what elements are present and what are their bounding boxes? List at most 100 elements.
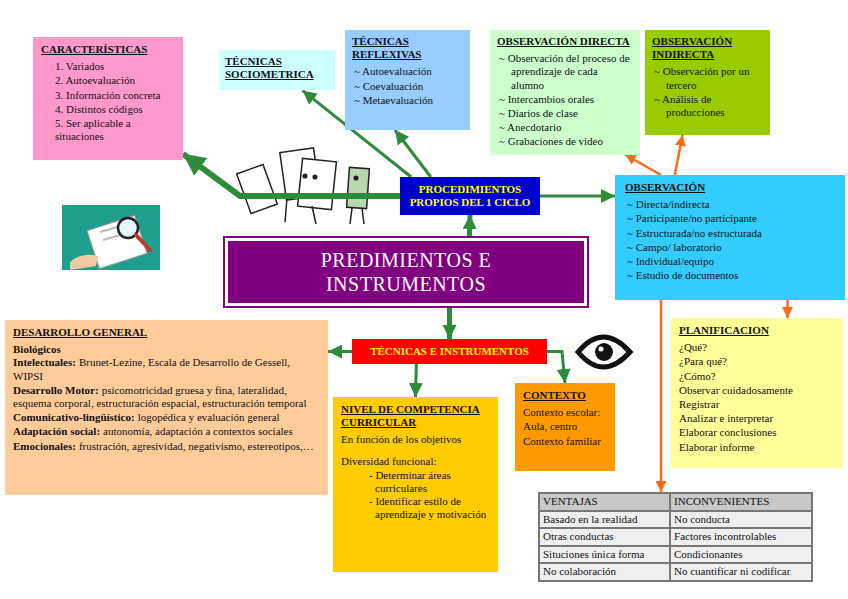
body-text: Analizar e interpretar xyxy=(679,412,835,425)
table-header: INCONVENIENTES xyxy=(670,493,812,511)
body-text: ¿Para qué? xyxy=(679,355,835,368)
magnifier-handle xyxy=(136,235,150,250)
procedures-box: PROCEDIMIENTOS PROPIOS DEL 1 CICLO xyxy=(400,177,540,215)
central-title: PREDIMIENTOS E INSTRUMENTOS xyxy=(238,248,574,296)
planning-box: PLANIFICACION ¿Qué?¿Para qué? ¿Cómo?Observ… xyxy=(671,318,843,468)
indented-item: - Identificar estilo de aprendizaje y mo… xyxy=(341,495,490,521)
connector-arrow xyxy=(540,195,615,198)
bullet-item: ~ Metaevaluación xyxy=(352,94,463,107)
eye-pupil xyxy=(595,343,613,361)
bullet-item: ~ Individual/equipo xyxy=(625,255,835,268)
eye-icon xyxy=(578,337,630,367)
connector-arrow xyxy=(786,300,789,318)
bullet-item: ~ Observación por un tercero xyxy=(652,65,763,91)
term-description: frustración, agresividad, negativismo, e… xyxy=(79,440,314,452)
table-cell: No colaboración xyxy=(539,563,670,581)
body-text: Diversidad funcional: xyxy=(341,455,490,468)
figure-leg xyxy=(285,198,287,222)
table-header: VENTAJAS xyxy=(539,493,670,511)
term-description: logopédica y evaluación general xyxy=(138,411,280,423)
characteristics-box: CARACTERÍSTICAS 1. Variados2. Autoevaluac… xyxy=(33,37,183,160)
central-box: PREDIMIENTOS E INSTRUMENTOS xyxy=(225,238,587,306)
bold-text: Biológicos xyxy=(13,343,320,356)
connector-arrow xyxy=(447,306,452,339)
heading-text: NIVEL DE COMPETENCIA CURRICULAR xyxy=(341,403,490,429)
connector-arrow xyxy=(675,135,683,175)
connector-arrow xyxy=(395,130,431,177)
figure-leg xyxy=(312,206,316,224)
box-label: PROCEDIMIENTOS PROPIOS DEL 1 CICLO xyxy=(406,183,534,209)
table-cell: Basado en la realidad xyxy=(539,511,670,529)
text-paragraph: Comunicativo-lingüístico:logopédica y ev… xyxy=(13,411,320,424)
body-text: Contexto escolar: xyxy=(523,406,607,419)
hand xyxy=(70,255,98,270)
pros-cons-table: VENTAJASINCONVENIENTESBasado en la reali… xyxy=(538,492,813,582)
connector-arrow xyxy=(467,215,473,238)
bullet-item: ~ Análisis de producciones xyxy=(652,93,763,119)
body-text: ¿Qué? xyxy=(679,341,835,354)
body-text: Observar cuidadosamente xyxy=(679,384,835,397)
observation-box: OBSERVACIÓN ~ Directa/indirecta~ Particip… xyxy=(615,175,845,300)
bold-term: Intelectuales: xyxy=(13,356,76,368)
bold-term: Desarrollo Motor: xyxy=(13,384,99,396)
figure-eye xyxy=(303,174,307,178)
bullet-item: ~ Participante/no participante xyxy=(625,212,835,225)
general-development-box: DESARROLLO GENERALBiológicosIntelectuale… xyxy=(5,320,328,495)
list-item: 5. Ser aplicable a situaciones xyxy=(41,117,175,143)
list-item: 1. Variados xyxy=(41,60,175,73)
heading-text: OBSERVACIÓN INDIRECTA xyxy=(652,35,763,61)
connector-arrow xyxy=(660,300,663,492)
document-figure xyxy=(347,167,370,208)
document-figure xyxy=(298,158,337,209)
term-description: autonomía, adaptación a contextos social… xyxy=(103,425,293,437)
bullet-item: ~ Directa/indirecta xyxy=(625,198,835,211)
figure-eye xyxy=(354,176,358,180)
bullet-item: ~ Observación del proceso de aprendizaje… xyxy=(497,52,633,92)
eye-highlight xyxy=(599,347,604,352)
list-item: 2. Autoevaluación xyxy=(41,74,175,87)
figure-eye xyxy=(313,175,317,179)
list-item: 3. Información concreta xyxy=(41,89,175,102)
connector-arrow xyxy=(625,155,661,176)
heading-text: OBSERVACIÓN xyxy=(625,181,835,194)
body-text: Registrar xyxy=(679,398,835,411)
reflexive-box: TÉCNICAS REFLEXIVAS ~ Autoevaluación ~ Coe… xyxy=(345,30,470,130)
heading-text: TÉCNICAS REFLEXIVAS xyxy=(352,35,463,61)
table-cell: No cuantificar ni codificar xyxy=(670,563,812,581)
heading-text: PLANIFICACION xyxy=(679,324,835,337)
heading-text: CARACTERÍSTICAS xyxy=(41,43,175,56)
eye-outline xyxy=(578,337,630,367)
bullet-item: ~ Intercambios orales xyxy=(497,93,633,106)
document-figure xyxy=(237,164,278,213)
heading-text: OBSERVACIÓN DIRECTA xyxy=(497,35,633,48)
bullet-item: ~ Grabaciones de video xyxy=(497,135,633,148)
bold-term: Adaptación social: xyxy=(13,425,100,437)
table-cell: Condicionantes xyxy=(670,546,812,564)
connector-arrow xyxy=(328,350,352,353)
list-item: 4. Distintos códigos xyxy=(41,103,175,116)
bullet-item: ~ Campo/ laboratorio xyxy=(625,241,835,254)
teal-square xyxy=(62,205,160,270)
bullet-item: ~ Diarios de clase xyxy=(497,107,633,120)
bullet-item: ~ Coevaluación xyxy=(352,80,463,93)
bullet-item: ~ Estudio de documentos xyxy=(625,269,835,282)
bullet-item: ~ Estructurada/no estructurada xyxy=(625,227,835,240)
heading-text: CONTEXTO xyxy=(523,389,607,402)
bullet-item: ~ Autoevaluación xyxy=(352,65,463,78)
body-text: Elaborar conclusiones xyxy=(679,426,835,439)
body-text: Elaborar informe xyxy=(679,441,835,454)
connector-arrow xyxy=(547,352,565,384)
table-cell: Otras conductas xyxy=(539,528,670,546)
bold-term: Emocionales: xyxy=(13,440,76,452)
bold-term: Comunicativo-lingüístico: xyxy=(13,411,135,423)
indented-item: - Determinar áreas curriculares xyxy=(341,469,490,495)
text-paragraph: Desarrollo Motor:psicomotricidad gruesa … xyxy=(13,384,320,410)
heading-text: TÉCNICAS SOCIOMETRICA xyxy=(225,55,329,81)
techniques-box: TÉCNICAS E INSTRUMENTOS xyxy=(352,339,547,364)
box-label: TÉCNICAS E INSTRUMENTOS xyxy=(370,345,529,358)
sociometric-box: TÉCNICAS SOCIOMETRICA xyxy=(219,50,335,90)
body-text: ¿Cómo? xyxy=(679,370,835,383)
text-paragraph: Adaptación social:autonomía, adaptación … xyxy=(13,425,320,438)
table-cell: Factores incontrolables xyxy=(670,528,812,546)
